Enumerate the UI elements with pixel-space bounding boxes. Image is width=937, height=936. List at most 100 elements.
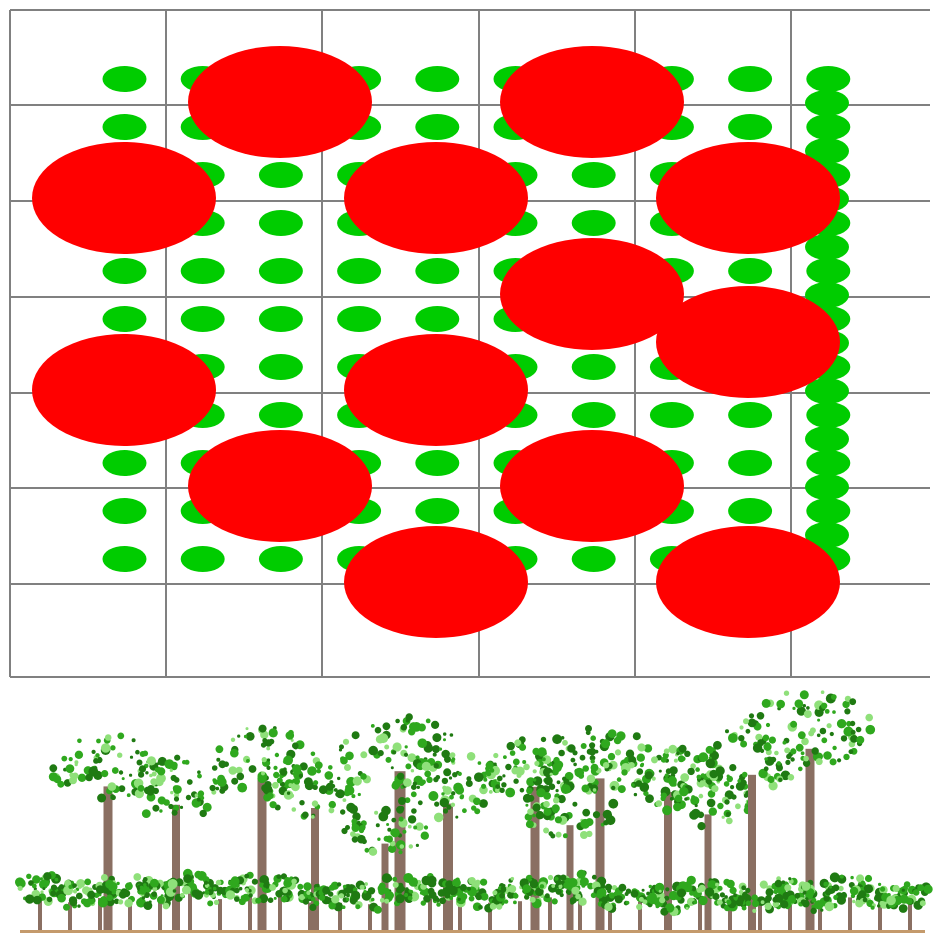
foliage-leaf [18,886,23,891]
foliage-leaf [267,792,274,799]
foliage-leaf [713,741,722,750]
foliage-leaf [593,788,597,792]
foliage-leaf [77,739,82,744]
foliage-leaf [679,787,688,796]
foliage-leaf [640,782,650,792]
foliage-leaf [603,762,609,768]
tree-trunk [188,894,192,931]
foliage-leaf [788,877,791,880]
large-tree-crown [656,142,840,254]
foliage-leaf [697,887,703,893]
foliage-leaf [720,892,725,897]
small-tree-crown [805,474,849,500]
foliage-leaf [534,761,539,766]
foliage-leaf [830,758,837,765]
foliage-leaf [633,732,641,740]
foliage-leaf [369,848,377,856]
foliage-leaf [670,797,674,801]
foliage-leaf [85,774,93,782]
foliage-leaf [563,882,570,889]
foliage-leaf [455,878,459,882]
foliage-leaf [642,889,645,892]
foliage-leaf [760,881,768,889]
foliage-leaf [200,810,207,817]
foliage-leaf [32,884,37,889]
foliage-leaf [681,756,686,761]
foliage-leaf [499,893,505,899]
foliage-leaf [204,881,208,885]
foliage-leaf [561,784,571,794]
foliage-leaf [504,899,508,903]
foliage-leaf [788,774,795,781]
large-tree-crown [188,46,372,158]
foliage-leaf [578,773,584,779]
foliage-leaf [662,805,672,815]
foliage-leaf [292,764,301,773]
foliage-leaf [730,785,734,789]
small-tree-crown [806,258,850,284]
foliage-leaf [893,885,900,892]
foliage-leaf [553,797,559,803]
foliage-leaf [101,874,108,881]
foliage-leaf [661,793,667,799]
foliage-leaf [282,888,288,894]
foliage-leaf [490,768,495,773]
foliage-leaf [142,751,148,757]
foliage-leaf [226,890,235,899]
foliage-leaf [798,767,803,772]
foliage-leaf [395,719,400,724]
foliage-leaf [244,874,249,879]
foliage-leaf [553,808,559,814]
foliage-leaf [363,890,366,893]
understory-tree [886,881,932,930]
foliage-leaf [676,752,680,756]
foliage-leaf [319,895,325,901]
foliage-leaf [651,756,658,763]
foliage-leaf [351,891,360,900]
foliage-leaf [532,748,539,755]
foliage-leaf [480,879,487,886]
foliage-leaf [391,828,400,837]
foliage-leaf [198,790,204,796]
foliage-leaf [138,772,144,778]
foliage-leaf [174,755,180,761]
foliage-leaf [168,879,178,889]
foliage-leaf [216,758,220,762]
small-tree-crown [181,546,225,572]
foliage-leaf [255,898,261,904]
foliage-leaf [286,731,295,740]
foliage-leaf [75,763,78,766]
foliage-leaf [424,825,428,829]
foliage-leaf [81,898,87,904]
small-tree-crown [103,114,147,140]
foliage-leaf [92,750,96,754]
foliage-leaf [292,807,297,812]
foliage-leaf [581,884,585,888]
foliage-leaf [591,764,599,772]
foliage-leaf [802,882,811,891]
foliage-leaf [462,808,467,813]
foliage-leaf [628,755,635,762]
foliage-leaf [68,885,72,889]
foliage-leaf [50,891,56,897]
small-tree-crown [728,114,772,140]
foliage-leaf [96,739,101,744]
foliage-leaf [765,903,772,910]
foliage-leaf [473,798,481,806]
small-tree-crown [806,66,850,92]
foliage-leaf [784,747,790,753]
foliage-leaf [150,778,157,785]
foliage-leaf [762,699,771,708]
foliage-leaf [360,751,367,758]
foliage-leaf [228,881,233,886]
foliage-leaf [691,795,695,799]
foliage-leaf [555,816,562,823]
foliage-leaf [111,795,116,800]
foliage-leaf [311,815,315,819]
small-tree-crown [103,306,147,332]
foliage-leaf [519,744,526,751]
foliage-leaf [245,888,249,892]
foliage-leaf [358,793,361,796]
foliage-leaf [413,826,417,830]
foliage-leaf [311,752,316,757]
